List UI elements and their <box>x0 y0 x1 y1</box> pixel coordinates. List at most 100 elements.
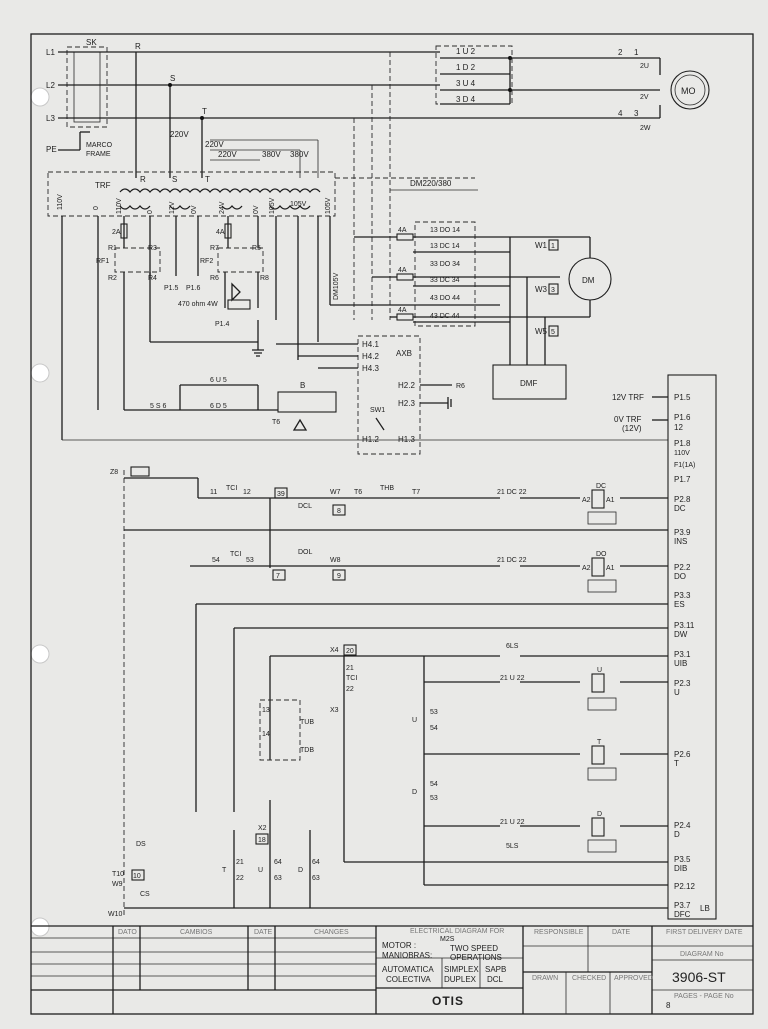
term-u: U <box>674 688 680 697</box>
tap-0-b: 0 <box>147 210 154 214</box>
dc-coil-a1: A1 <box>606 497 615 504</box>
term-p37: P3.7 <box>674 901 691 910</box>
t-contact: T <box>222 867 227 874</box>
term-p24: P2.4 <box>674 821 691 830</box>
tap-0v-b: 0V <box>253 205 260 214</box>
fuse-2a-label: 2A <box>112 229 121 236</box>
term-dib: DIB <box>674 864 687 873</box>
w9-10: 10 <box>133 873 141 880</box>
dls-label: 5LS <box>506 843 519 850</box>
t-coil-label: T <box>597 739 602 746</box>
w1-num: 1 <box>551 243 555 250</box>
dmf-label: DMF <box>520 379 537 388</box>
contact-13dc14: 13 DC 14 <box>430 243 460 250</box>
tb-approved: APPROVED <box>614 975 653 982</box>
p16-label: P1.6 <box>186 285 201 292</box>
v220-label-c: 220V <box>218 150 237 159</box>
term-p23: P2.3 <box>674 679 691 688</box>
secondary-windings <box>119 204 311 210</box>
v380-label-a: 380V <box>262 150 281 159</box>
r1-label: R1 <box>108 245 117 252</box>
term-p28: P2.8 <box>674 495 691 504</box>
r6-label: R6 <box>210 275 219 282</box>
chain-do2122: 21 DC 22 <box>497 557 527 564</box>
u-54: 54 <box>430 725 438 732</box>
tb-first-delivery: FIRST DELIVERY DATE <box>666 929 743 936</box>
term-lb: LB <box>700 904 710 913</box>
v220-label-a: 220V <box>170 130 189 139</box>
alarm-6u5: 6 U 5 <box>210 377 227 384</box>
w9-label: W9 <box>112 881 123 888</box>
p14-label: P1.4 <box>215 321 230 328</box>
tap-24v: 24V <box>219 201 226 214</box>
tb-checked: CHECKED <box>572 975 606 982</box>
term-es: ES <box>674 600 685 609</box>
d-coil-label: D <box>597 811 602 818</box>
r5-label: R5 <box>252 245 261 252</box>
x2-label: X2 <box>258 825 267 832</box>
tub-label: TUB <box>300 719 314 726</box>
term-p35: P3.5 <box>674 855 691 864</box>
dm-voltage-label: DM220/380 <box>410 179 452 188</box>
t10-label: T10 <box>112 871 124 878</box>
tap-105v-c: 105V <box>325 197 332 214</box>
p15-label: P1.5 <box>164 285 179 292</box>
term-0v-12v: (12V) <box>622 424 642 433</box>
power-section: SK L1 L2 L3 PE MARCO FRAME R S T DM220/3… <box>46 38 710 320</box>
term-p39: P3.9 <box>674 528 691 537</box>
fuse-2a <box>120 223 128 239</box>
trf-r-label: R <box>140 175 146 184</box>
tb-desc-top: ELECTRICAL DIAGRAM FOR <box>410 928 504 935</box>
d-contact-label: D <box>412 789 417 796</box>
u-contact-b: U <box>258 867 263 874</box>
rectifier-bridge-2 <box>217 247 264 273</box>
t-phase-label: T <box>202 107 207 116</box>
primary-winding <box>119 188 321 194</box>
d-contact-b: D <box>298 867 303 874</box>
tub-14: 14 <box>262 731 270 738</box>
rectifier-bridge-1 <box>114 247 161 273</box>
tb-diagram-number: 3906-ST <box>672 969 726 985</box>
chain-w8: W8 <box>330 557 341 564</box>
chain-dol: DOL <box>298 549 313 556</box>
r-phase-label: R <box>135 42 141 51</box>
contact-33do34: 33 DO 34 <box>430 261 460 268</box>
w10-label: W10 <box>108 911 123 918</box>
chain-t7: T7 <box>412 489 420 496</box>
tb-pages: PAGES - PAGE No <box>674 993 734 1000</box>
frame-label: FRAME <box>86 151 111 158</box>
u-coil <box>591 673 605 693</box>
marco-label: MARCO <box>86 142 113 149</box>
tdb-label: TDB <box>300 747 314 754</box>
chain-thb: THB <box>380 485 394 492</box>
term-p26: P2.6 <box>674 750 691 759</box>
tb-drawn: DRAWN <box>532 975 558 982</box>
door-operator-section: 4A 4A 4A 13 DO 14 13 DC 14 33 DO 34 33 D… <box>354 221 612 400</box>
term-uib: UIB <box>674 659 687 668</box>
rf2-label: RF2 <box>200 258 213 265</box>
contact-1d2: 1 D 2 <box>456 63 476 72</box>
h43-label: H4.3 <box>362 364 379 373</box>
pe-label: PE <box>46 145 57 154</box>
w1-label: W1 <box>535 241 548 250</box>
term-p17: P1.7 <box>674 475 691 484</box>
chain-tci-2: TCI <box>230 551 241 558</box>
fuse-4a-2: 4A <box>398 267 407 274</box>
motor-2w-label: 2W <box>640 125 651 132</box>
axb-section: AXB H4.1 H4.2 H4.3 H2.2 H2.3 H1.2 H1.3 S… <box>62 272 668 455</box>
term-p16-12: 12 <box>674 423 683 432</box>
h42-label: H4.2 <box>362 352 379 361</box>
d-54: 54 <box>430 781 438 788</box>
dc-coil <box>591 489 605 509</box>
punch-hole <box>30 363 50 383</box>
motor-contact-1: 1 <box>634 48 639 57</box>
r8-label: R8 <box>260 275 269 282</box>
dmf-block <box>492 364 567 400</box>
resistor <box>227 299 251 310</box>
main-board <box>667 374 717 920</box>
tap-0v: 0V <box>191 205 198 214</box>
chain-7: 7 <box>276 573 280 580</box>
u-64: 64 <box>274 859 282 866</box>
term-p33: P3.3 <box>674 591 691 600</box>
term-do: DO <box>674 572 686 581</box>
